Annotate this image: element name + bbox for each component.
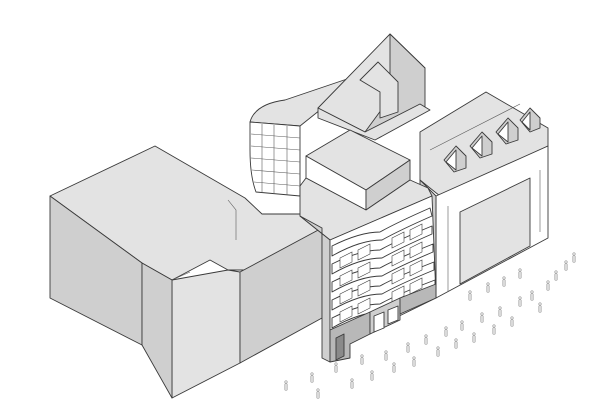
pedestrian-figure — [510, 316, 514, 327]
pedestrian-figure — [334, 362, 338, 373]
balcony-rows — [331, 207, 436, 329]
pedestrian-figure — [406, 342, 410, 353]
mansard-inner-panel — [459, 177, 531, 285]
central-side-wall — [299, 215, 331, 363]
pedestrian-figure — [486, 282, 490, 293]
pedestrian-figure — [444, 326, 448, 337]
rear-building-facade — [249, 121, 301, 197]
mansard-dormers — [443, 107, 541, 173]
pedestrian-figure — [480, 312, 484, 323]
pedestrian-figure — [384, 350, 388, 361]
pedestrian-figure — [284, 380, 288, 391]
pedestrians — [284, 252, 576, 399]
pedestrian-figure — [498, 306, 502, 317]
pedestrian-figure — [538, 302, 542, 313]
pedestrian-figure — [554, 270, 558, 281]
pedestrian-figure — [530, 290, 534, 301]
facade-windows — [339, 223, 423, 323]
ground-floor-window-2 — [387, 305, 399, 325]
pedestrian-figure — [564, 260, 568, 271]
pedestrian-figure — [492, 324, 496, 335]
pedestrian-figure — [546, 280, 550, 291]
pedestrian-figure — [454, 338, 458, 349]
pedestrian-figure — [518, 268, 522, 279]
rear-building-floor-lines — [250, 124, 301, 195]
pedestrian-figure — [468, 290, 472, 301]
left-block-wall-south-2 — [141, 262, 173, 399]
ground-floor-right — [399, 283, 437, 315]
pedestrian-figure — [518, 296, 522, 307]
pedestrian-figure — [472, 332, 476, 343]
pedestrian-figure — [436, 346, 440, 357]
pedestrian-figure — [350, 378, 354, 389]
left-block-wall-south — [171, 269, 241, 399]
rear-gabled-building — [317, 33, 431, 141]
gable-dormer — [359, 61, 399, 119]
pedestrian-figure — [360, 354, 364, 365]
left-l-block — [49, 145, 323, 399]
ground-floor-window-1 — [373, 311, 385, 333]
pedestrian-figure — [412, 356, 416, 367]
pedestrian-figure — [310, 372, 314, 383]
pedestrian-figure — [424, 334, 428, 345]
pedestrian-figure — [316, 388, 320, 399]
right-mansard-block — [419, 91, 549, 299]
pedestrian-figure — [572, 252, 576, 263]
gable-wing — [317, 103, 431, 141]
pedestrian-figure — [392, 362, 396, 373]
pedestrian-figure — [502, 276, 506, 287]
pedestrian-figure — [460, 320, 464, 331]
pedestrian-figure — [370, 370, 374, 381]
central-building — [299, 129, 437, 363]
ground-floor-entrance — [335, 333, 345, 361]
